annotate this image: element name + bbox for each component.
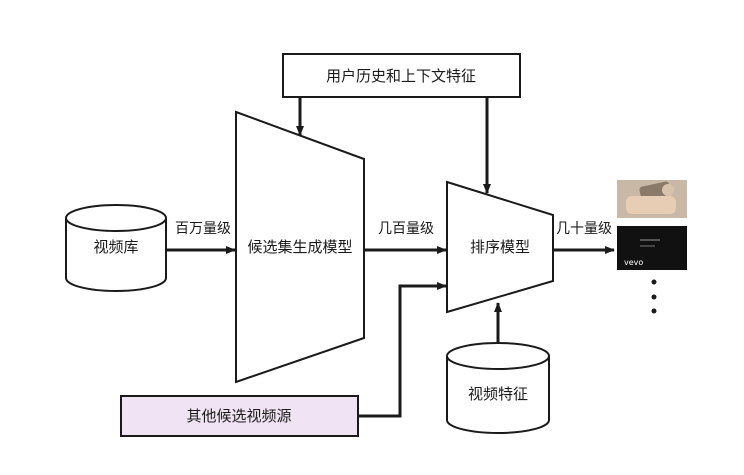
more-items-ellipsis [651,279,657,314]
video-library-cylinder: 视频库 [65,204,167,292]
user-history-label: 用户历史和上下文特征 [326,67,476,85]
other-sources-box: 其他候选视频源 [120,395,359,437]
ranking-model: 排序模型 [446,180,554,314]
video-library-label: 视频库 [93,238,138,256]
video-features-cylinder: 视频特征 [446,342,550,434]
other-sources-label: 其他候选视频源 [186,407,291,425]
ranking-model-label: 排序模型 [470,238,530,256]
candidate-generation-model: 候选集生成模型 [235,110,365,384]
edge-label-hundreds: 几百量级 [378,221,434,237]
video-features-label: 视频特征 [468,385,528,403]
output-thumbnail-vevo: vevo [617,226,687,270]
output-thumbnail-phone [617,180,687,218]
edge-label-millions: 百万量级 [175,221,231,237]
user-history-box: 用户历史和上下文特征 [282,53,521,98]
candidate-model-label: 候选集生成模型 [247,238,352,256]
edge-label-tens: 几十量级 [556,221,612,237]
arrow-other-sources-to-ranking [358,282,447,418]
vevo-logo-text: vevo [624,258,643,267]
